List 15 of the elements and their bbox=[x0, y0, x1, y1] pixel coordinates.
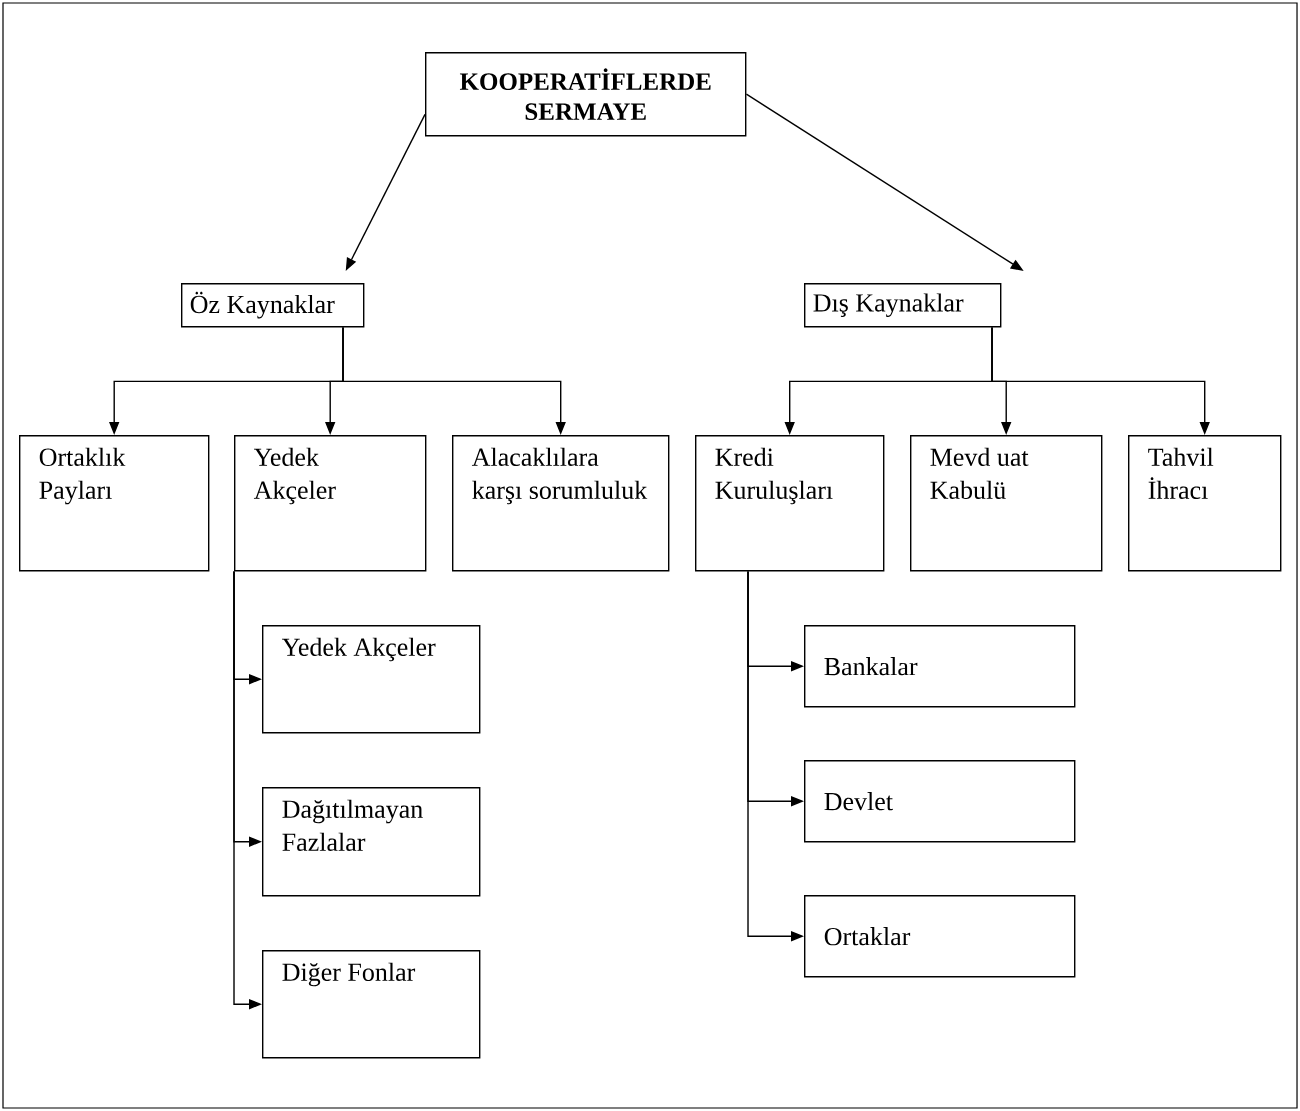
category-box: Öz Kaynaklar bbox=[181, 283, 365, 328]
category-box: Bankalar bbox=[804, 625, 1076, 708]
category-box: Ortaklar bbox=[804, 895, 1076, 978]
category-box: Yedek Akçeler bbox=[262, 625, 481, 734]
category-box: Alacaklılara karşı sorumluluk bbox=[452, 435, 670, 572]
category-box: Devlet bbox=[804, 760, 1076, 843]
category-box: Dış Kaynaklar bbox=[804, 283, 1002, 328]
category-box: Tahvil İhracı bbox=[1128, 435, 1282, 572]
category-box: Dağıtılmayan Fazlalar bbox=[262, 787, 481, 897]
category-box: Diğer Fonlar bbox=[262, 950, 481, 1059]
category-box: Yedek Akçeler bbox=[234, 435, 427, 572]
title-box: KOOPERATİFLERDE SERMAYE bbox=[425, 52, 747, 137]
category-box: Ortaklık Payları bbox=[19, 435, 210, 572]
category-box: Kredi Kuruluşları bbox=[695, 435, 885, 572]
category-box: Mevd uat Kabulü bbox=[910, 435, 1103, 572]
